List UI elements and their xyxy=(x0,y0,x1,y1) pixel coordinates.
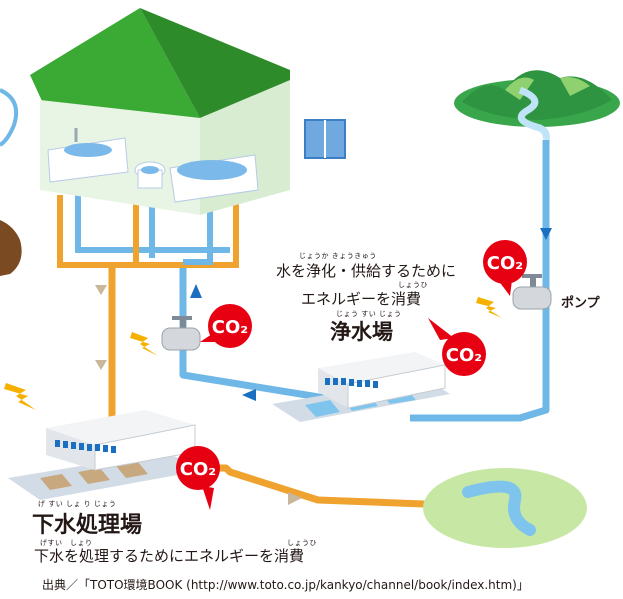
sewage-desc-ruby-2: しょうひ xyxy=(287,539,317,547)
pump-label: ポンプ xyxy=(561,296,600,311)
svg-text:CO₂: CO₂ xyxy=(446,345,482,366)
clean-flow-arrows xyxy=(190,228,552,401)
offscreen-bubble-edge xyxy=(0,88,19,147)
svg-text:CO₂: CO₂ xyxy=(487,253,523,274)
sewage-desc: 下水を処理するためにエネルギーを消費 xyxy=(34,547,305,565)
house-icon xyxy=(30,8,346,215)
river-icon xyxy=(517,86,550,141)
co2-bubble-icon: CO₂ xyxy=(428,318,486,376)
clean-water-pipeline xyxy=(179,140,550,422)
water-plant-label: 浄水場 xyxy=(330,320,393,344)
purification-desc-line1: 水を浄化・供給するために xyxy=(276,262,457,280)
purification-desc-line2-ruby: しょうひ xyxy=(398,281,428,289)
pump-icon xyxy=(512,274,552,310)
house-pipes xyxy=(57,195,239,430)
river-icon xyxy=(423,468,587,548)
sewage-plant-icon xyxy=(8,410,205,500)
co2-bubble-icon: CO₂ xyxy=(176,446,220,510)
co2-bubble-icon: CO₂ xyxy=(483,240,527,296)
purification-desc-line2: エネルギーを消費 xyxy=(301,290,422,308)
offscreen-tree-trunk xyxy=(0,220,22,276)
sewage-plant-label: 下水処理場 xyxy=(32,513,143,538)
co2-bubble-icon: CO₂ xyxy=(200,304,252,348)
sink-icon xyxy=(47,128,129,183)
toilet-icon xyxy=(134,161,166,189)
sewage-plant-ruby: げ すい しょ り じょう xyxy=(38,500,117,508)
sewage-pipeline xyxy=(188,464,451,509)
svg-text:CO₂: CO₂ xyxy=(212,317,248,338)
water-plant-icon xyxy=(272,352,450,422)
source-citation: 出典／「TOTO環境BOOK (http://www.toto.co.jp/ka… xyxy=(42,578,529,592)
pump-icon xyxy=(161,316,201,351)
svg-text:CO₂: CO₂ xyxy=(180,459,216,480)
purification-desc-ruby: じょうか きょうきゅう xyxy=(299,252,377,260)
energy-bolt-icon xyxy=(4,297,502,410)
sewage-desc-ruby-1: げすい しょり xyxy=(40,539,93,547)
water-plant-ruby: じょう すい じょう xyxy=(336,310,402,318)
bathtub-icon xyxy=(169,154,259,203)
sewage-flow-arrows xyxy=(95,285,302,505)
